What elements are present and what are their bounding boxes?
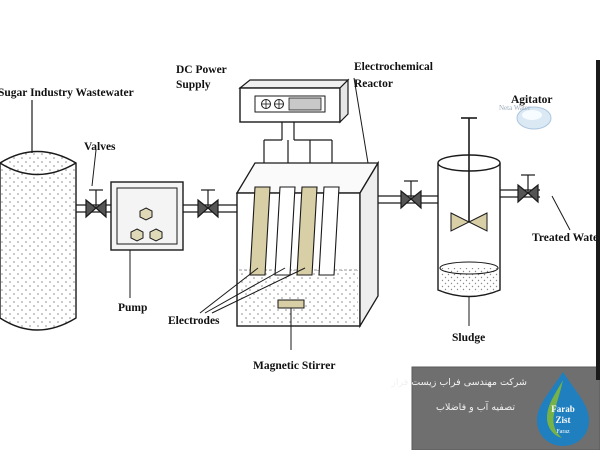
- electrochemical-reactor: [235, 77, 380, 329]
- banner-tagline: تصفیه آب و فاضلاب: [436, 400, 515, 413]
- valve-3: [400, 180, 422, 210]
- electrodes-label: Electrodes: [168, 315, 220, 327]
- sludge-label: Sludge: [452, 332, 485, 344]
- company-banner: شرکت مهندسی فراب زیست فراز تصفیه آب و فا…: [390, 366, 600, 450]
- valve-4: [517, 174, 539, 204]
- pump-label: Pump: [118, 302, 147, 314]
- stirrer-bar: [277, 299, 305, 309]
- valve-2: [197, 189, 219, 219]
- agitator-label: Agitator: [511, 94, 553, 106]
- banner-company-name: شرکت مهندسی فراب زیست فراز: [390, 377, 527, 388]
- watermark-text: Neta Water: [499, 104, 531, 112]
- knob-icon: [261, 99, 271, 109]
- treated-water-label: Treated Water: [532, 232, 600, 244]
- logo-text-faraz: Faraz: [556, 429, 570, 435]
- reactor-label-line2: Reactor: [354, 78, 393, 90]
- valve-1: [85, 189, 107, 219]
- electrode-3: [296, 186, 318, 276]
- dc-power-label-line2: Supply: [176, 79, 211, 91]
- treated-water-leader-line: [551, 195, 571, 231]
- wastewater-label: Sugar Industry Wastewater: [0, 87, 134, 99]
- settling-tank: [437, 117, 501, 326]
- dc-power-label-line1: DC Power: [176, 64, 227, 76]
- display-panel: [288, 97, 322, 111]
- knob-icon: [274, 99, 284, 109]
- pump: [110, 181, 184, 298]
- watermark-logo: Neta Water: [499, 104, 552, 130]
- agitator-blade-right: [467, 212, 488, 232]
- valves-leader-line: [91, 149, 97, 187]
- drop-logo-icon: Farab Zist Faraz: [537, 372, 589, 446]
- magnetic-stirrer-label: Magnetic Stirrer: [253, 360, 336, 372]
- electrodes-leader-lines: [199, 267, 306, 314]
- reactor-leader-line: [353, 77, 369, 164]
- reactor-label-line1: Electrochemical: [354, 61, 433, 73]
- electrode-4: [318, 186, 340, 276]
- edge-bar: [596, 60, 600, 380]
- logo-text-farab: Farab: [551, 404, 575, 414]
- logo-text-zist: Zist: [555, 415, 570, 425]
- agitator-blade-left: [450, 212, 471, 232]
- wastewater-tank: [0, 100, 77, 331]
- electrode-1: [249, 186, 271, 276]
- dc-power-supply: [238, 78, 350, 124]
- valves-label: Valves: [84, 141, 116, 153]
